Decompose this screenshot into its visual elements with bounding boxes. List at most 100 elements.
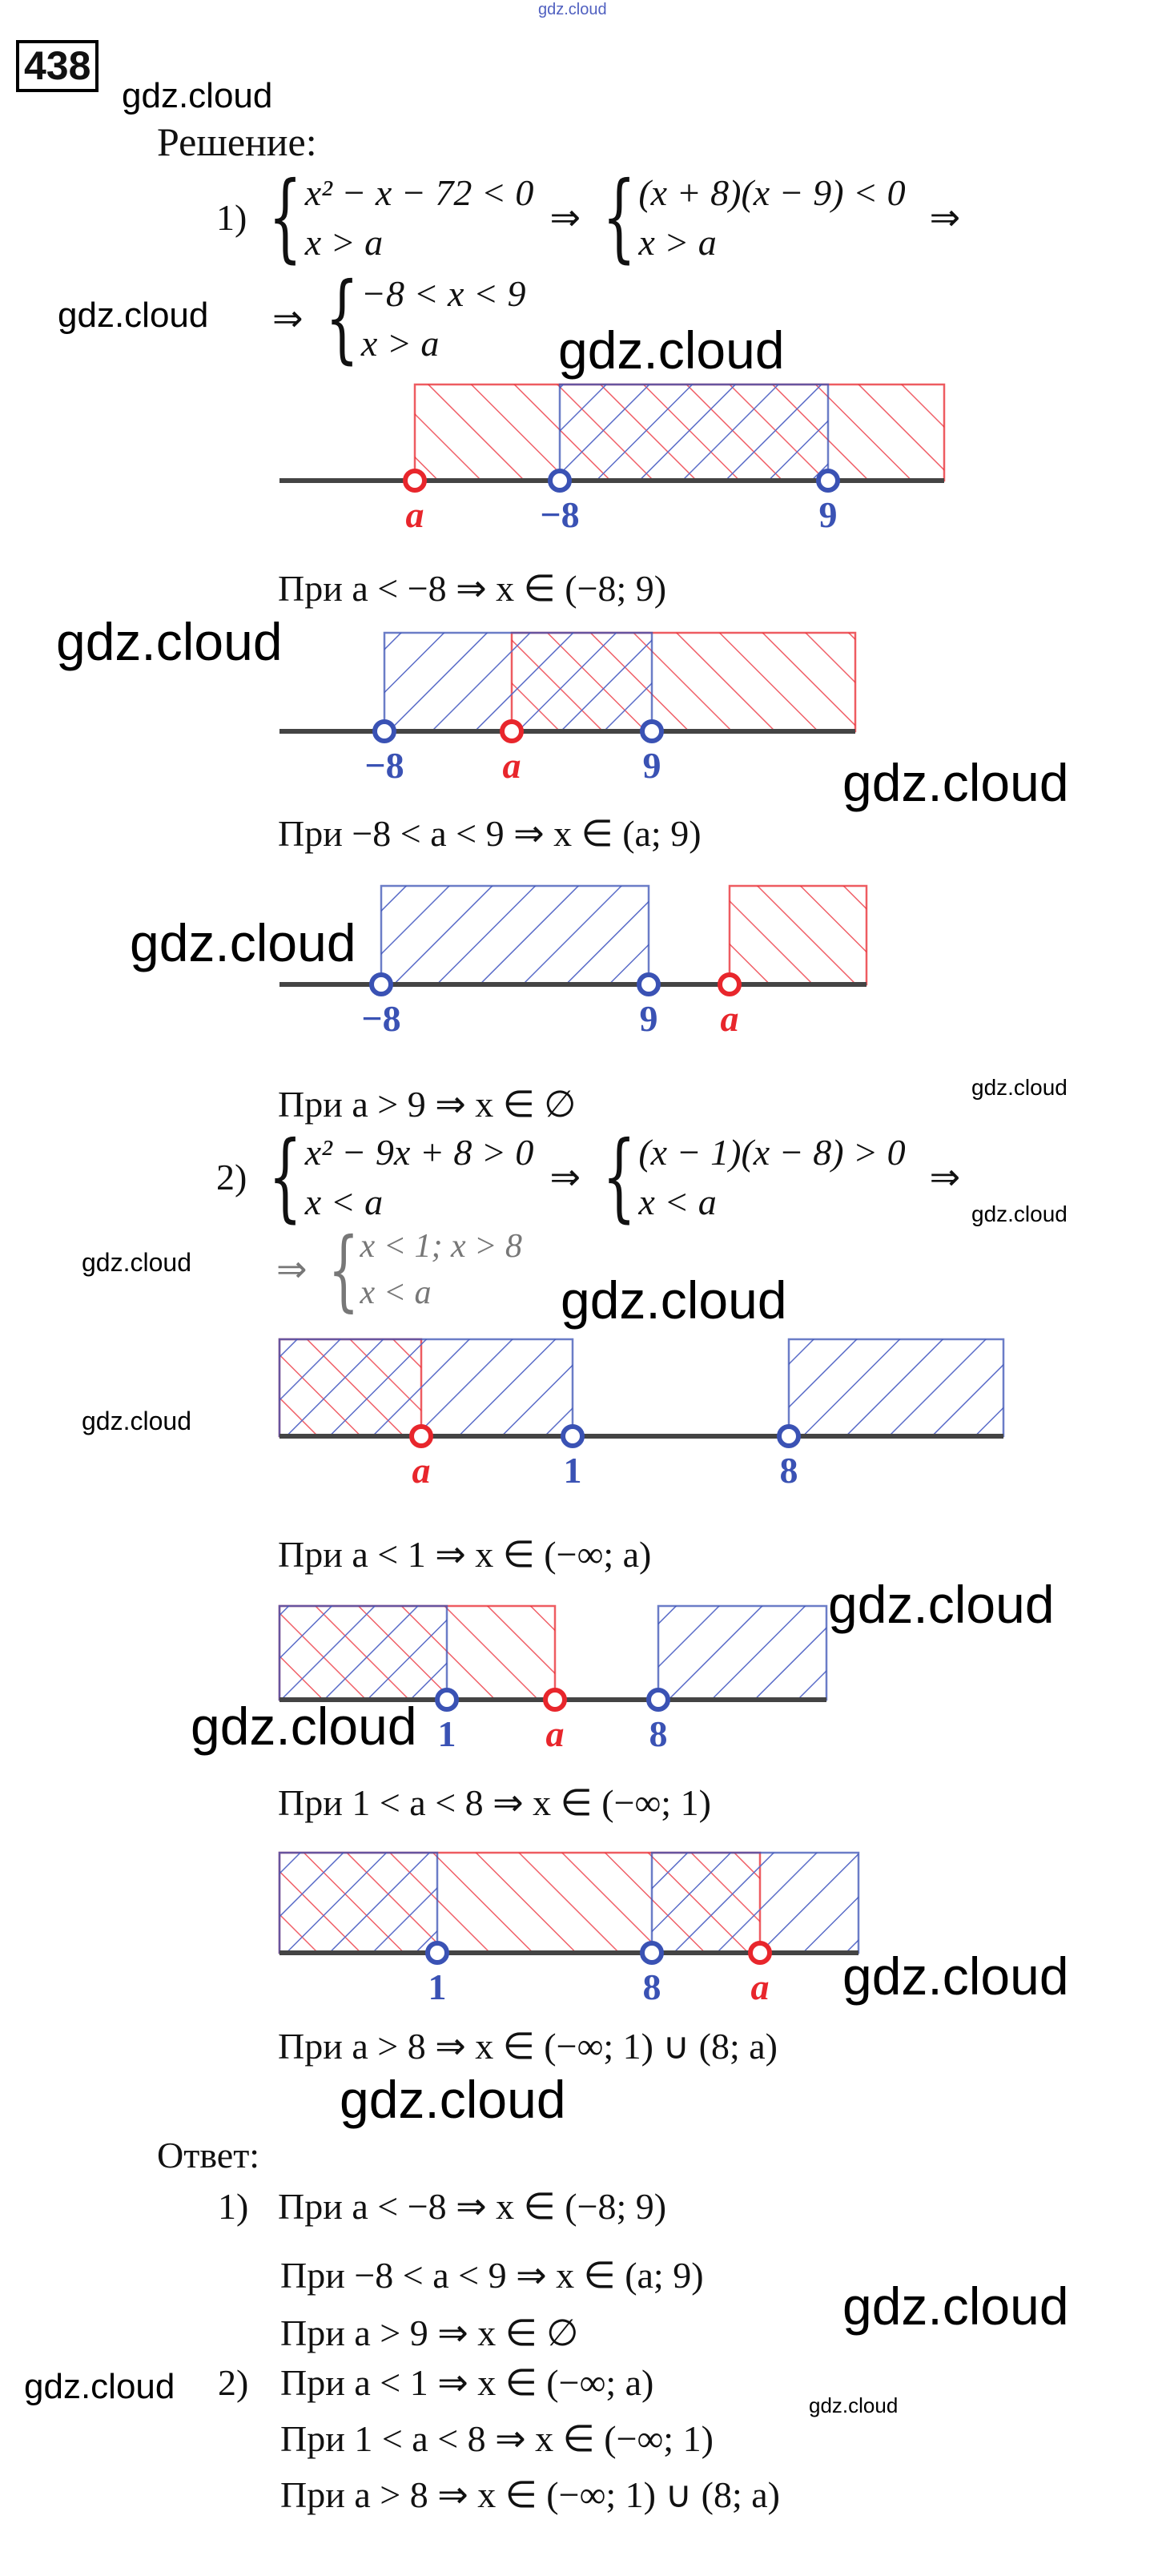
open-point	[409, 1424, 433, 1448]
blue-hatched-region	[278, 1338, 574, 1438]
watermark: gdz.cloud	[340, 2070, 566, 2129]
point-label: 1	[438, 1713, 456, 1754]
point-label: a	[412, 1450, 431, 1491]
blue-hatched-region	[278, 1604, 448, 1701]
watermark: gdz.cloud	[24, 2367, 175, 2406]
number-line: 1 8 a	[278, 1851, 860, 2007]
watermark: gdz.cloud	[56, 612, 283, 671]
answer-item: При a > 8 ⇒ x ∈ (−∞; 1) ∪ (8; a)	[280, 2474, 780, 2515]
answer-item: При a < −8 ⇒ x ∈ (−8; 9)	[278, 2186, 667, 2227]
blue-hatched-region	[657, 1604, 828, 1701]
brace: {	[324, 263, 359, 374]
system-line: x < a	[638, 1181, 717, 1222]
watermark: gdz.cloud	[130, 913, 356, 972]
system-line: −8 < x < 9	[360, 273, 526, 314]
system-line: x > a	[638, 222, 717, 263]
point-label: a	[721, 998, 739, 1039]
point-label: 9	[640, 998, 658, 1039]
blue-hatched-region	[787, 1338, 1005, 1438]
problem-number: 438	[16, 40, 99, 92]
point-label: 8	[643, 1966, 661, 2007]
implies-arrow: ⇒	[929, 1157, 961, 1197]
point-label: a	[503, 745, 521, 786]
watermark: gdz.cloud	[809, 2393, 899, 2417]
watermark-top: gdz.cloud	[538, 1, 607, 18]
case-text: При a > 9 ⇒ x ∈ ∅	[278, 1084, 577, 1125]
open-point	[548, 469, 572, 493]
system-line: (x − 1)(x − 8) > 0	[638, 1132, 906, 1173]
watermark: gdz.cloud	[558, 320, 785, 380]
watermark: gdz.cloud	[828, 1575, 1055, 1634]
part2-result-system: ⇒ { x < 1; x > 8 x < a	[276, 1226, 522, 1314]
watermark: gdz.cloud	[971, 1075, 1068, 1100]
watermark: gdz.cloud	[82, 1248, 191, 1277]
open-point	[435, 1688, 459, 1712]
case-text: При −8 < a < 9 ⇒ x ∈ (a; 9)	[278, 813, 702, 854]
open-point	[637, 972, 661, 996]
open-point	[640, 1941, 664, 1965]
case-text: При a < 1 ⇒ x ∈ (−∞; a)	[278, 1534, 652, 1575]
red-hatched-region	[728, 884, 868, 986]
open-point	[816, 469, 840, 493]
number-line: −8 a 9	[279, 631, 857, 786]
part1-label: 1)	[216, 197, 247, 238]
answer-item: При a < 1 ⇒ x ∈ (−∞; a)	[280, 2362, 654, 2403]
case-text: При 1 < a < 8 ⇒ x ∈ (−∞; 1)	[278, 1782, 711, 1823]
system-line: x > a	[304, 222, 384, 263]
point-label: 9	[819, 494, 838, 535]
open-point	[369, 972, 393, 996]
answer-item: При a > 9 ⇒ x ∈ ∅	[280, 2312, 579, 2353]
open-point	[500, 719, 524, 743]
system: x < 1; x > 8 x < a	[360, 1230, 522, 1310]
watermark: gdz.cloud	[971, 1201, 1068, 1226]
open-point	[718, 972, 742, 996]
point-label: −8	[540, 494, 579, 535]
open-point	[646, 1688, 670, 1712]
watermark: gdz.cloud	[842, 1946, 1069, 2006]
system-line: (x + 8)(x − 9) < 0	[638, 172, 906, 213]
answer-item: При −8 < a < 9 ⇒ x ∈ (a; 9)	[280, 2255, 704, 2296]
part1-equation-row: 1) { x² − x − 72 < 0 x > a ⇒ { (x + 8)(x…	[216, 170, 960, 266]
system-line: x > a	[360, 323, 440, 364]
point-label: 1	[564, 1450, 582, 1491]
system-line: x < 1; x > 8	[360, 1228, 522, 1265]
open-point	[777, 1424, 801, 1448]
system-line: x² − 9x + 8 > 0	[304, 1132, 534, 1173]
case-text: При a < −8 ⇒ x ∈ (−8; 9)	[278, 568, 667, 609]
watermark: gdz.cloud	[82, 1407, 191, 1435]
implies-arrow: ⇒	[929, 197, 961, 238]
implies-arrow: ⇒	[272, 298, 304, 339]
part2-equation-row: 2) { x² − 9x + 8 > 0 x < a ⇒ { (x − 1)(x…	[216, 1129, 960, 1226]
open-point	[425, 1941, 449, 1965]
point-label: −8	[364, 745, 404, 786]
system: (x + 8)(x − 9) < 0 x > a	[638, 175, 905, 261]
system: x² − 9x + 8 > 0 x < a	[305, 1134, 534, 1221]
brace: {	[602, 162, 637, 273]
point-label: a	[546, 1713, 565, 1754]
point-label: a	[406, 494, 424, 535]
watermark: gdz.cloud	[561, 1270, 787, 1330]
point-label: 1	[428, 1966, 447, 2007]
blue-hatched-region	[558, 383, 830, 482]
system-line: x < a	[304, 1181, 384, 1222]
solution-heading: Решение:	[157, 119, 317, 164]
answer-item: При 1 < a < 8 ⇒ x ∈ (−∞; 1)	[280, 2418, 714, 2459]
case-text: При a > 8 ⇒ x ∈ (−∞; 1) ∪ (8; a)	[278, 2026, 778, 2067]
system-line: x < a	[360, 1274, 432, 1311]
implies-arrow: ⇒	[549, 1157, 581, 1197]
watermark: gdz.cloud	[842, 2276, 1069, 2336]
open-point	[748, 1941, 772, 1965]
point-label: 9	[643, 745, 661, 786]
system: (x − 1)(x − 8) > 0 x < a	[638, 1134, 905, 1221]
point-label: a	[751, 1966, 770, 2007]
number-line: a −8 9	[279, 383, 946, 535]
answer-label-1: 1)	[218, 2186, 249, 2227]
implies-arrow: ⇒	[549, 197, 581, 238]
answer-heading: Ответ:	[157, 2135, 260, 2176]
blue-hatched-region	[383, 631, 653, 733]
